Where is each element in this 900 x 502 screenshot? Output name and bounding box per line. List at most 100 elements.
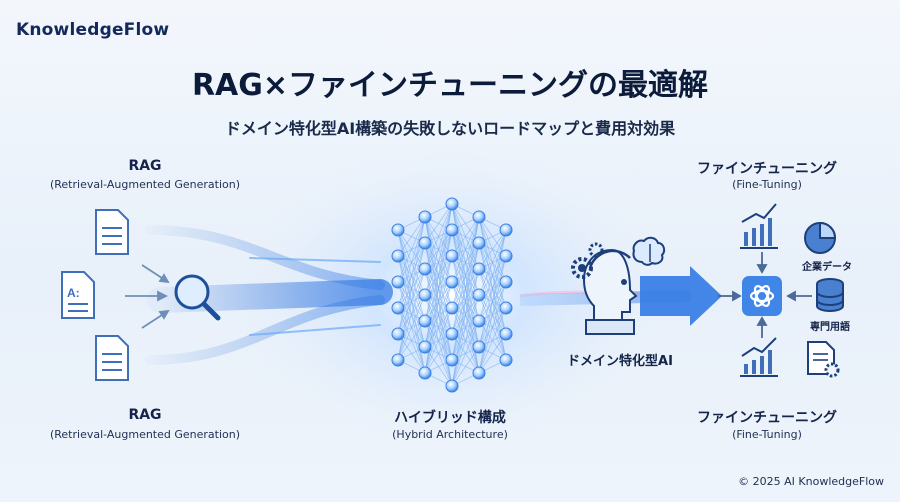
document-icon bbox=[95, 335, 129, 381]
ft-bottom-title: ファインチューニング bbox=[697, 410, 837, 426]
bar-chart-icon bbox=[740, 203, 778, 249]
rag-top-title: RAG bbox=[128, 158, 162, 174]
nn-edge bbox=[478, 229, 507, 322]
neural-network-icon bbox=[391, 197, 513, 393]
nn-node bbox=[418, 288, 432, 302]
ft-arrows bbox=[718, 252, 812, 338]
nn-node bbox=[499, 275, 513, 289]
nn-edge bbox=[397, 320, 426, 361]
terms-label: 専門用語 bbox=[810, 322, 850, 333]
document-icon bbox=[95, 209, 129, 255]
page-subtitle: ドメイン特化型AI構築の失敗しないロードマップと費用対効果 bbox=[224, 119, 676, 138]
nn-edge bbox=[424, 307, 453, 374]
nn-node bbox=[472, 340, 486, 354]
nn-node bbox=[499, 249, 513, 263]
nn-edge bbox=[451, 216, 480, 335]
nn-node bbox=[391, 301, 405, 315]
database-icon bbox=[816, 278, 844, 312]
nn-edge bbox=[478, 333, 507, 374]
nn-edge bbox=[397, 216, 426, 257]
nn-edge bbox=[451, 346, 480, 387]
nn-node bbox=[391, 327, 405, 341]
nn-node bbox=[445, 223, 459, 237]
nn-edge bbox=[451, 216, 480, 257]
nn-edge bbox=[397, 294, 426, 361]
nn-node bbox=[391, 249, 405, 263]
nn-node bbox=[499, 327, 513, 341]
nn-edge bbox=[451, 216, 480, 309]
nn-node bbox=[418, 236, 432, 250]
nn-node bbox=[499, 223, 513, 237]
nn-node bbox=[418, 210, 432, 224]
brand-logo: KnowledgeFlow bbox=[16, 20, 170, 40]
nn-edge bbox=[424, 333, 453, 374]
right-flow bbox=[519, 266, 722, 326]
nn-node bbox=[445, 197, 459, 211]
nn-node bbox=[472, 314, 486, 328]
corp-data-label: 企業データ bbox=[802, 262, 852, 273]
nn-edge bbox=[424, 203, 453, 296]
ft-top-title: ファインチューニング bbox=[697, 161, 837, 177]
nn-node bbox=[445, 379, 459, 393]
nn-node bbox=[391, 223, 405, 237]
robot-head-icon bbox=[582, 248, 638, 335]
copyright-footer: © 2025 AI KnowledgeFlow bbox=[738, 475, 884, 488]
gear-icon bbox=[588, 242, 604, 258]
settings-document-icon bbox=[807, 341, 840, 378]
nn-edge bbox=[451, 268, 480, 387]
nn-edge bbox=[397, 268, 426, 361]
nn-edge bbox=[478, 307, 507, 374]
brain-icon bbox=[632, 236, 666, 266]
nn-edge bbox=[478, 281, 507, 374]
rag-top-subtitle: (Retrieval-Augmented Generation) bbox=[49, 178, 241, 191]
nn-edge bbox=[424, 203, 453, 322]
page-title: RAG×ファインチューニングの最適解 bbox=[191, 68, 709, 103]
nn-node bbox=[445, 275, 459, 289]
nn-node bbox=[499, 301, 513, 315]
hybrid-subtitle: (Hybrid Architecture) bbox=[392, 428, 508, 441]
domain-ai-label: ドメイン特化型AI bbox=[567, 354, 673, 369]
nn-node bbox=[445, 301, 459, 315]
nn-node bbox=[472, 288, 486, 302]
ft-bottom-subtitle: (Fine-Tuning) bbox=[732, 428, 802, 441]
nn-edge bbox=[478, 229, 507, 348]
rag-bottom-title: RAG bbox=[128, 407, 162, 423]
nn-node bbox=[391, 353, 405, 367]
nn-node bbox=[472, 210, 486, 224]
nn-node bbox=[418, 340, 432, 354]
nn-edge bbox=[424, 255, 453, 374]
nn-edge bbox=[424, 203, 453, 244]
nn-node bbox=[391, 275, 405, 289]
nn-edge bbox=[478, 229, 507, 270]
nn-node bbox=[418, 366, 432, 380]
nn-node bbox=[418, 262, 432, 276]
nn-node bbox=[445, 327, 459, 341]
pie-chart-icon bbox=[804, 221, 837, 254]
document-glyph: A: bbox=[67, 286, 80, 300]
nn-node bbox=[445, 353, 459, 367]
document-icon bbox=[61, 271, 95, 319]
nn-node bbox=[445, 249, 459, 263]
nn-edge bbox=[397, 216, 426, 283]
input-arrows bbox=[125, 264, 170, 329]
nn-node bbox=[472, 366, 486, 380]
nn-edge bbox=[397, 216, 426, 335]
nn-edge bbox=[424, 203, 453, 270]
magnifier-icon bbox=[174, 274, 221, 321]
big-arrow-icon bbox=[640, 266, 722, 326]
gear-icon bbox=[571, 257, 593, 279]
nn-node bbox=[472, 236, 486, 250]
nn-edge bbox=[451, 320, 480, 387]
bar-chart-icon bbox=[740, 337, 778, 377]
nn-edge bbox=[451, 294, 480, 387]
nn-node bbox=[499, 353, 513, 367]
nn-edge bbox=[424, 281, 453, 374]
center-glow bbox=[230, 145, 670, 445]
openai-logo-icon bbox=[742, 276, 782, 316]
nn-edge bbox=[451, 216, 480, 283]
nn-node bbox=[418, 314, 432, 328]
nn-edge bbox=[478, 255, 507, 374]
nn-edge bbox=[397, 242, 426, 361]
